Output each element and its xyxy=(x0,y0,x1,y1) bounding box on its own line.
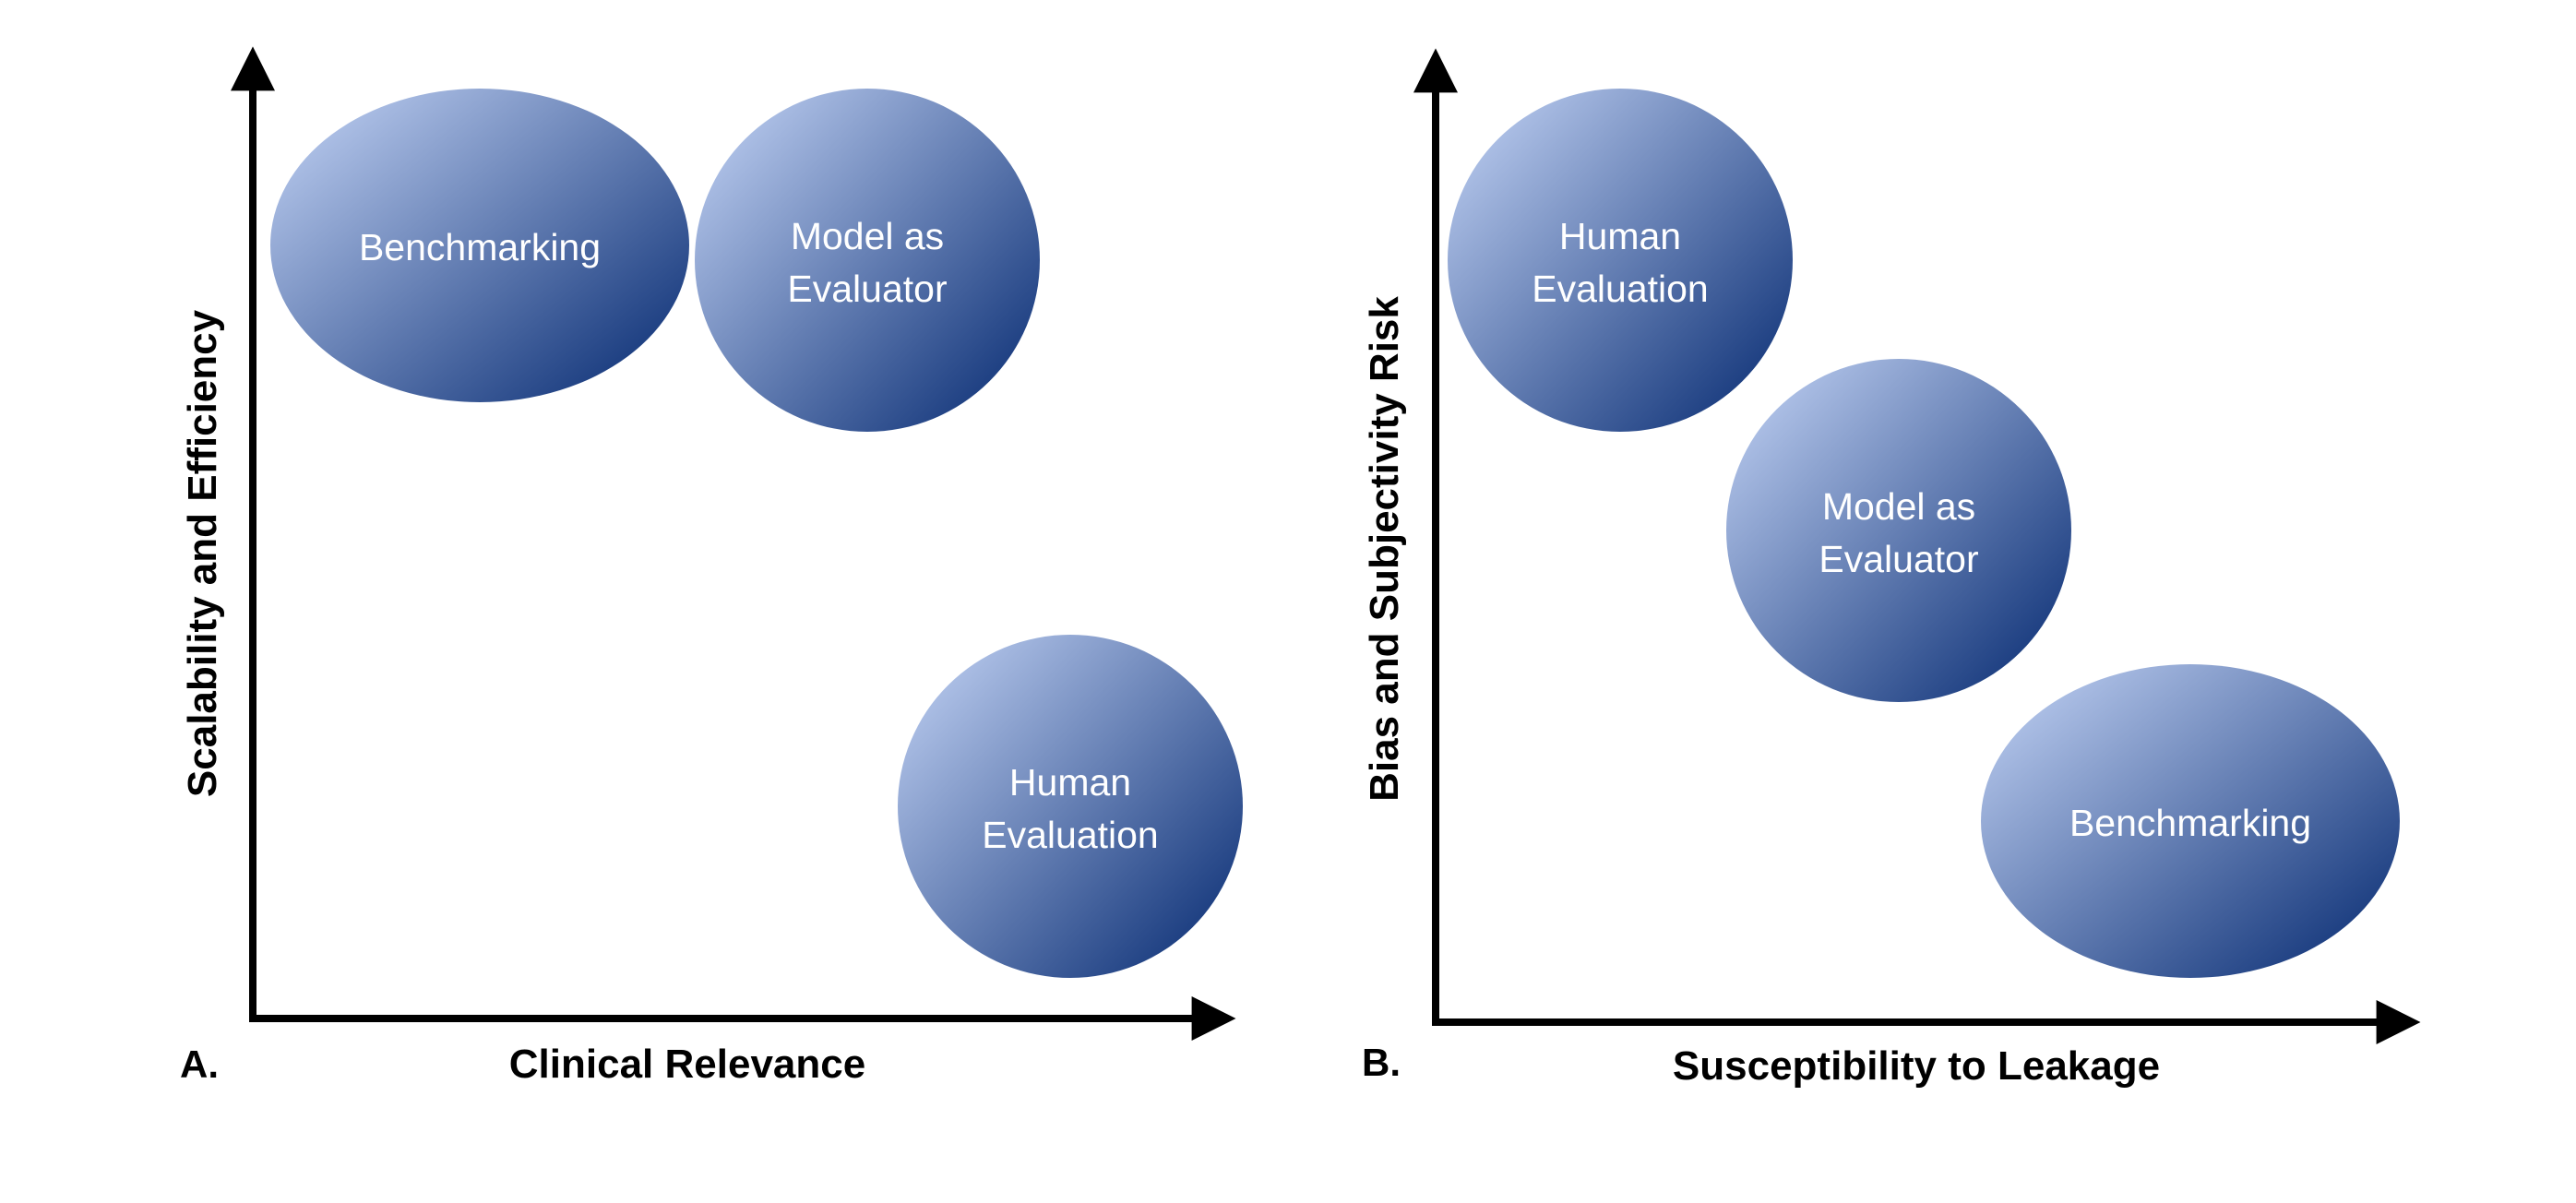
panel-a-bubble-benchmarking: Benchmarking xyxy=(270,89,689,402)
panel-b-axes xyxy=(1413,48,2421,1044)
panel-b-bubble-benchmarking: Benchmarking xyxy=(1981,664,2400,978)
bubble-label: Benchmarking xyxy=(2069,802,2311,844)
panel-b: Human Evaluation Model as Evaluator Benc… xyxy=(1362,48,2421,1089)
panel-a-x-axis-label: Clinical Relevance xyxy=(509,1042,865,1087)
panel-a-bubble-model-as-evaluator: Model as Evaluator xyxy=(695,89,1040,432)
bubble-label: Evaluator xyxy=(787,268,947,310)
panel-a-bubble-human-evaluation: Human Evaluation xyxy=(898,635,1243,978)
panel-b-y-axis-label: Bias and Subjectivity Risk xyxy=(1362,296,1407,802)
panel-a-y-axis-label: Scalability and Efficiency xyxy=(180,309,225,797)
bubble-label: Evaluator xyxy=(1819,538,1978,580)
bubble-label: Benchmarking xyxy=(359,226,601,268)
bubble-label: Human xyxy=(1559,215,1681,257)
panel-b-letter: B. xyxy=(1362,1041,1401,1084)
panel-a: Benchmarking Model as Evaluator Human Ev… xyxy=(180,46,1243,1087)
panel-b-x-axis-label: Susceptibility to Leakage xyxy=(1673,1043,2160,1089)
panel-a-axes xyxy=(231,46,1236,1041)
bubble-label: Evaluation xyxy=(1532,268,1708,310)
panel-b-bubble-model-as-evaluator: Model as Evaluator xyxy=(1726,359,2071,702)
panel-a-letter: A. xyxy=(180,1042,219,1086)
bubble-label: Evaluation xyxy=(982,814,1158,856)
bubble-label: Model as xyxy=(791,215,944,257)
panel-b-bubble-human-evaluation: Human Evaluation xyxy=(1448,89,1793,432)
bubble-label: Human xyxy=(1009,761,1131,804)
bubble-label: Model as xyxy=(1822,485,1975,528)
